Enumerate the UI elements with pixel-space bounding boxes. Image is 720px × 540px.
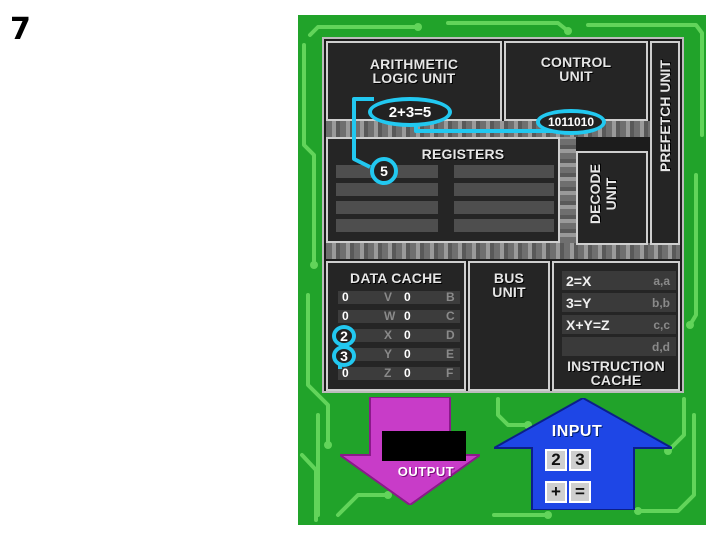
cache-value: 0 — [404, 309, 411, 323]
input-key-equals[interactable]: = — [569, 481, 591, 503]
internal-bus-top — [326, 121, 680, 137]
cache-x-value: 2 — [340, 328, 348, 344]
register-value-highlight: 5 — [370, 157, 398, 185]
control-binary-highlight: 1011010 — [536, 109, 606, 135]
cpu-chip: ARITHMETIC LOGIC UNIT CONTROL UNIT PREFE… — [322, 37, 684, 393]
alu-label-line2: LOGIC UNIT — [372, 70, 456, 86]
data-cache-row-bar — [338, 310, 460, 323]
alu-expression: 2+3=5 — [388, 103, 432, 121]
cache-variable: Z — [384, 366, 392, 380]
decode-unit-block: DECODE UNIT — [576, 151, 648, 245]
control-unit-block: CONTROL UNIT — [504, 41, 648, 121]
cache-variable: X — [384, 328, 393, 342]
circuit-traces — [300, 21, 704, 522]
prefetch-unit-label: PREFETCH UNIT — [657, 60, 673, 172]
data-cache-row-bar — [338, 329, 460, 342]
instruction-cache-label-line1: INSTRUCTION — [567, 358, 665, 374]
cache-value: 0 — [342, 309, 349, 323]
instruction-registers: c,c — [653, 318, 670, 332]
alu-expression-highlight: 2+3=5 — [368, 97, 452, 127]
cache-value: 0 — [404, 366, 411, 380]
cache-value: 0 — [404, 347, 411, 361]
register-slot — [454, 219, 554, 232]
register-slot — [336, 201, 438, 214]
cache-variable: E — [446, 347, 455, 361]
decode-unit-label-line1: DECODE — [587, 164, 603, 224]
instruction-text: 3=Y — [566, 295, 592, 311]
slide-number: 7 — [10, 12, 31, 47]
control-unit-label-line1: CONTROL — [540, 54, 612, 70]
instruction-row: d,d — [562, 337, 676, 356]
internal-bus-bottom — [326, 243, 680, 259]
data-cache-row: 0 Z 0 F — [338, 365, 460, 381]
instruction-cache-block: 2=X a,a 3=Y b,b X+Y=Z c,c d,d INSTRUCTIO… — [552, 261, 680, 391]
cache-variable: C — [446, 309, 455, 323]
bus-unit-block: BUS UNIT — [468, 261, 550, 391]
cache-value: 0 — [404, 328, 411, 342]
instruction-registers: a,a — [653, 274, 670, 288]
cache-value: 0 — [342, 366, 349, 380]
instruction-text: X+Y=Z — [566, 317, 610, 333]
cache-variable: D — [446, 328, 455, 342]
registers-label: REGISTERS — [421, 146, 505, 162]
output-display — [382, 431, 466, 461]
register-slot — [454, 183, 554, 196]
bus-unit-label-line2: UNIT — [492, 284, 526, 300]
cache-x-highlight: 2 — [332, 325, 356, 347]
cache-variable: F — [446, 366, 454, 380]
register-value: 5 — [380, 163, 388, 179]
bus-unit-label-line1: BUS — [493, 270, 525, 286]
decode-unit-label-line2: UNIT — [603, 177, 619, 211]
instruction-registers: d,d — [652, 340, 670, 354]
data-cache-row: 3 Y 0 E — [338, 346, 460, 362]
input-label: INPUT — [551, 423, 603, 440]
alu-label-line1: ARITHMETIC — [369, 56, 459, 72]
data-cache-row: 2 X 0 D — [338, 327, 460, 343]
input-key-plus[interactable]: + — [545, 481, 567, 503]
registers-block: REGISTERS — [326, 137, 560, 243]
instruction-row: 2=X a,a — [562, 271, 676, 290]
internal-bus-vertical — [560, 137, 576, 243]
register-slot — [454, 165, 554, 178]
data-cache-row-bar — [338, 367, 460, 380]
cache-value: 0 — [342, 290, 349, 304]
control-binary: 1011010 — [547, 115, 595, 129]
control-unit-label-line2: UNIT — [559, 68, 593, 84]
cache-y-value: 3 — [340, 348, 348, 364]
cache-y-highlight: 3 — [332, 345, 356, 367]
cache-variable: V — [384, 290, 393, 304]
cache-value: 0 — [404, 290, 411, 304]
instruction-cache-label-line2: CACHE — [590, 372, 642, 388]
data-cache-row: 0 V 0 B — [338, 289, 460, 305]
cache-variable: B — [446, 290, 455, 304]
register-slot — [336, 219, 438, 232]
output-label: OUTPUT — [397, 464, 455, 479]
register-slot — [454, 201, 554, 214]
prefetch-unit-block: PREFETCH UNIT — [650, 41, 680, 245]
instruction-registers: b,b — [652, 296, 670, 310]
instruction-row: 3=Y b,b — [562, 293, 676, 312]
cache-variable: Y — [384, 347, 393, 361]
input-key-3[interactable]: 3 — [569, 449, 591, 471]
instruction-row: X+Y=Z c,c — [562, 315, 676, 334]
circuit-board: ARITHMETIC LOGIC UNIT CONTROL UNIT PREFE… — [298, 15, 706, 525]
data-cache-row-bar — [338, 348, 460, 361]
cache-variable: W — [384, 309, 396, 323]
data-cache-row: 0 W 0 C — [338, 308, 460, 324]
data-cache-row-bar — [338, 291, 460, 304]
instruction-text: 2=X — [566, 273, 592, 289]
input-key-2[interactable]: 2 — [545, 449, 567, 471]
register-slot — [336, 183, 438, 196]
data-cache-label: DATA CACHE — [350, 270, 442, 286]
